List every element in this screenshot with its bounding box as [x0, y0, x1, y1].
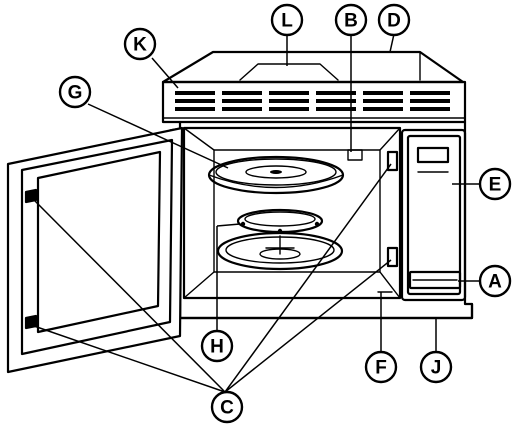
callout-a: A: [478, 264, 512, 298]
vent-grille: [161, 80, 467, 124]
vent-slot: [175, 99, 215, 103]
callout-label: G: [68, 83, 83, 104]
callout-label: C: [220, 398, 234, 419]
callout-d: D: [377, 3, 411, 37]
control-panel: [400, 128, 467, 302]
callout-e: E: [478, 167, 512, 201]
callout-label: E: [489, 175, 502, 196]
vent-slot: [222, 107, 262, 111]
vent-slot: [316, 91, 356, 95]
vent-slot: [269, 99, 309, 103]
vent-slot: [410, 91, 450, 95]
vent-slot: [316, 99, 356, 103]
callout-label: B: [344, 11, 358, 32]
callout-k: K: [123, 27, 157, 61]
callout-g: G: [58, 75, 92, 109]
callout-f: F: [364, 350, 398, 384]
callout-b: B: [334, 3, 368, 37]
callout-label: L: [281, 11, 293, 32]
callout-label: K: [133, 35, 147, 56]
vent-slot: [363, 107, 403, 111]
glass-turntable-tray: [207, 155, 345, 195]
vent-slot: [222, 99, 262, 103]
vent-slots: [175, 91, 450, 111]
turntable-support: [216, 231, 344, 271]
vent-slot: [269, 107, 309, 111]
vent-slot: [363, 91, 403, 95]
leader-lines: [33, 33, 480, 393]
callout-label: A: [488, 272, 502, 293]
callout-j: L: [270, 3, 304, 37]
callout-label: H: [210, 337, 224, 358]
callout-c: C: [210, 390, 244, 424]
top-hood: [161, 50, 465, 84]
callout-label: J: [431, 358, 442, 379]
vent-slot: [222, 91, 262, 95]
vent-slot: [410, 99, 450, 103]
vent-slot: [269, 91, 309, 95]
vent-slot: [175, 91, 215, 95]
vent-slot: [175, 107, 215, 111]
callout-label: D: [387, 11, 401, 32]
vent-slot: [316, 107, 356, 111]
callout-label: F: [375, 358, 387, 379]
oven-door: [6, 126, 184, 374]
callout-h: H: [200, 329, 234, 363]
vent-slot: [410, 107, 450, 111]
roller-ring: [236, 208, 324, 234]
callout-l: J: [419, 350, 453, 384]
vent-slot: [363, 99, 403, 103]
